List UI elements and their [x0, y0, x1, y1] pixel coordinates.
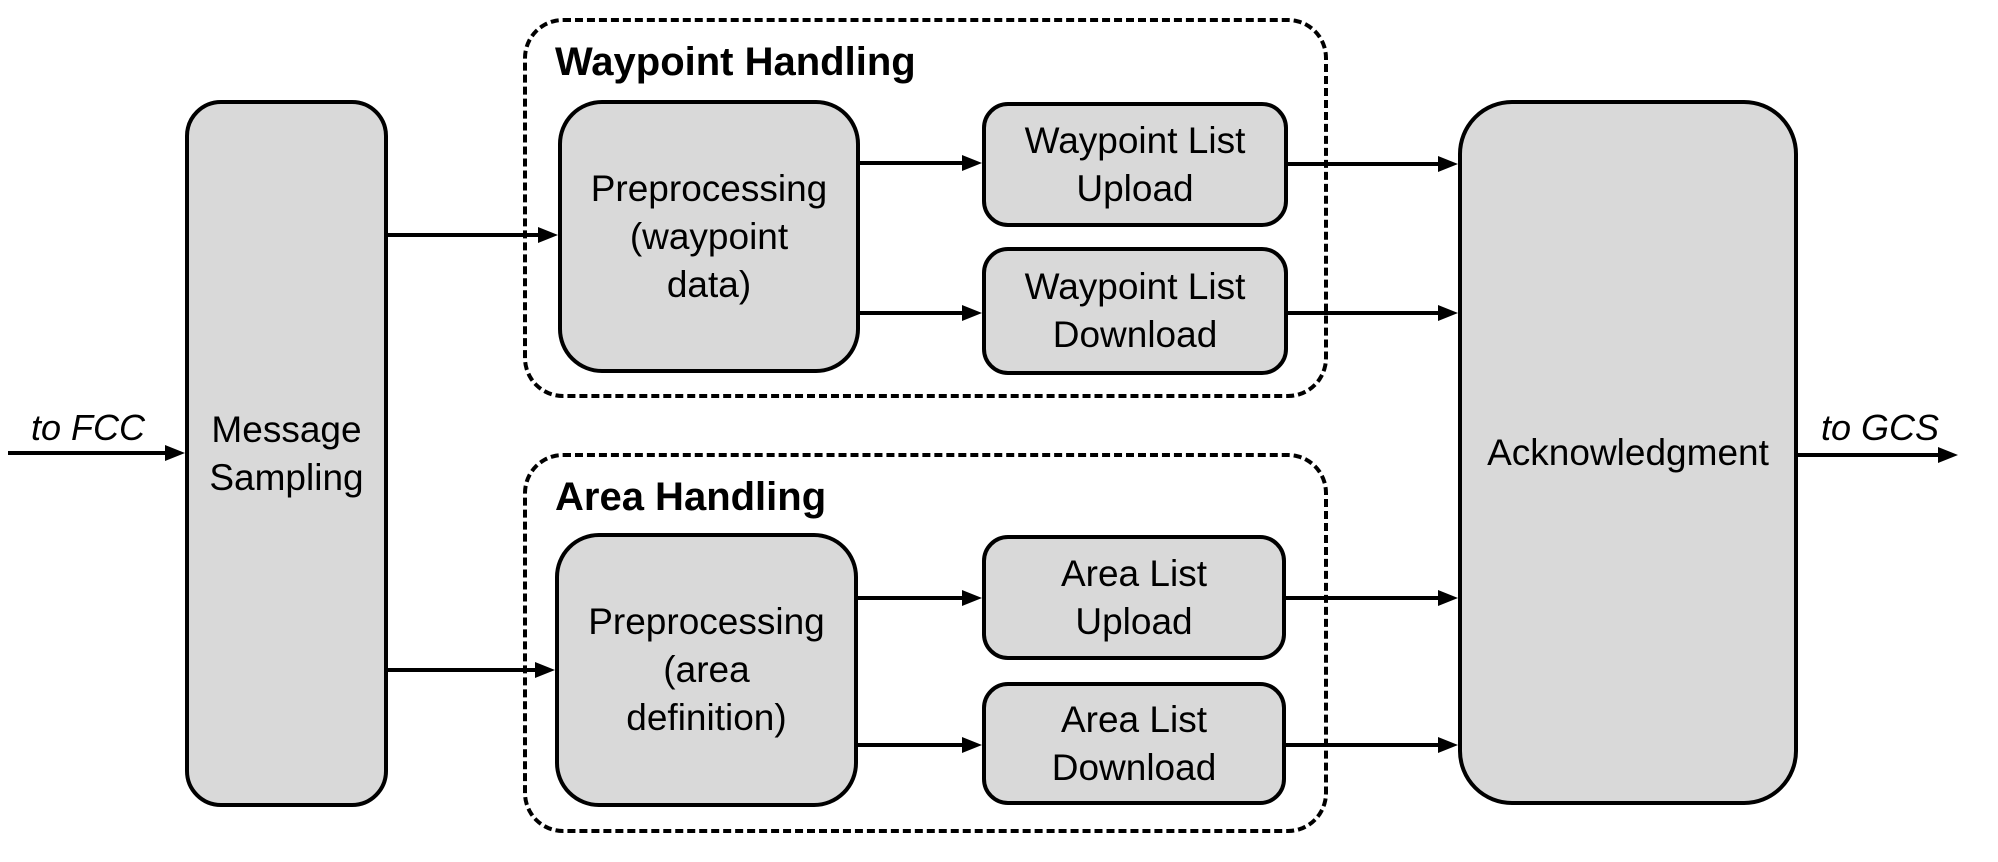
- input-label-to-fcc: to FCC: [30, 407, 145, 448]
- arrow-message-sampling-to-area-preprocessing: [388, 668, 535, 672]
- arrow-message-sampling-to-waypoint-preprocessing: [388, 233, 538, 237]
- arrow-waypoint-preprocessing-to-download: [860, 311, 962, 315]
- arrow-area-preprocessing-to-upload: [858, 596, 962, 600]
- node-acknowledgment: Acknowledgment: [1458, 100, 1798, 805]
- arrow-area-upload-to-acknowledgment: [1286, 596, 1438, 600]
- node-waypoint-list-upload: Waypoint List Upload: [982, 102, 1288, 227]
- area-handling-group: Area Handling: [523, 453, 1328, 833]
- arrow-acknowledgment-to-output: [1798, 453, 1938, 457]
- node-waypoint-preprocessing: Preprocessing (waypoint data): [558, 100, 860, 373]
- node-area-preprocessing: Preprocessing (area definition): [555, 533, 858, 807]
- node-area-list-download: Area List Download: [982, 682, 1286, 805]
- arrow-waypoint-upload-to-acknowledgment: [1288, 162, 1438, 166]
- arrow-waypoint-preprocessing-to-upload: [860, 161, 962, 165]
- area-handling-group-label: Area Handling: [555, 475, 827, 519]
- arrow-area-preprocessing-to-download: [858, 743, 962, 747]
- arrow-input-to-message-sampling: [8, 451, 165, 455]
- arrow-area-download-to-acknowledgment: [1286, 743, 1438, 747]
- waypoint-handling-group: Waypoint Handling: [523, 18, 1328, 398]
- waypoint-handling-group-label: Waypoint Handling: [555, 40, 916, 84]
- arrow-waypoint-download-to-acknowledgment: [1288, 311, 1438, 315]
- node-area-list-upload: Area List Upload: [982, 535, 1286, 660]
- node-waypoint-list-download: Waypoint List Download: [982, 247, 1288, 375]
- output-label-to-gcs: to GCS: [1820, 407, 1940, 448]
- node-message-sampling: Message Sampling: [185, 100, 388, 807]
